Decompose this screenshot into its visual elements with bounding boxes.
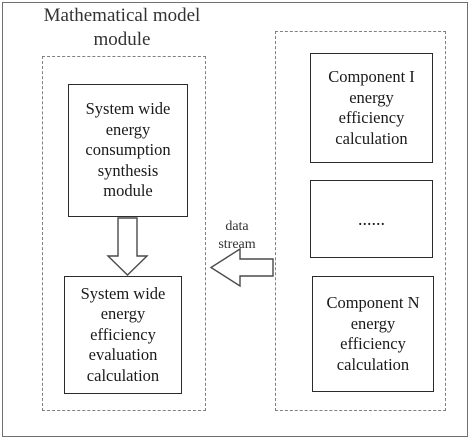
mathematical-model-module-group	[42, 56, 206, 411]
module-title: Mathematical model module	[43, 5, 201, 50]
evaluation-calculation-label: System wide energy efficiency evaluation…	[80, 283, 166, 385]
synthesis-module-label: System wide energy consumption synthesis…	[85, 99, 171, 201]
components-group	[275, 31, 446, 411]
ellipsis-label: ......	[358, 208, 385, 229]
synthesis-module-box: System wide energy consumption synthesis…	[68, 84, 188, 217]
component-1-box: Component I energy efficiency calculatio…	[310, 53, 433, 163]
ellipsis-box: ......	[310, 180, 433, 258]
component-n-box: Component N energy efficiency calculatio…	[312, 276, 434, 392]
diagram-frame	[2, 2, 468, 437]
component-1-label: Component I energy efficiency calculatio…	[328, 67, 415, 148]
evaluation-calculation-box: System wide energy efficiency evaluation…	[64, 276, 182, 394]
data-stream-label: data stream	[218, 219, 256, 252]
component-n-label: Component N energy efficiency calculatio…	[326, 293, 420, 374]
